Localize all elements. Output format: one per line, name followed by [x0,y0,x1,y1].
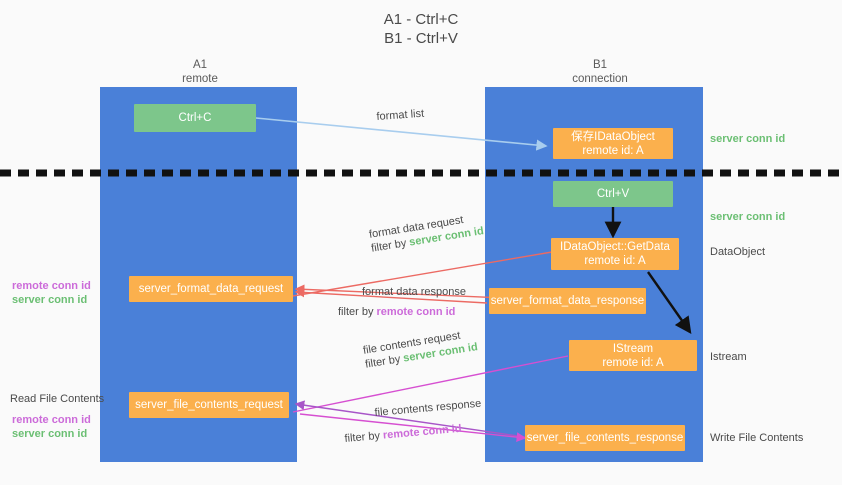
side-label-read-file-contents: Read File Contents [10,393,105,405]
side-label-server-conn-id-mid: server conn id [710,211,786,223]
column-b1-name: B1 [592,59,608,71]
node-server-format-data-response[interactable]: server_format_data_response [489,288,646,314]
node-istream-line-1: IStream [612,342,654,355]
node-server-file-contents-response-label: server_file_contents_response [526,432,684,444]
format-data-response-text: format data response [362,286,466,298]
edge-label-format-data-response-filter: filter by remote conn id [338,305,455,319]
node-server-format-data-request-label: server_format_data_request [138,283,284,295]
column-b1-sub: connection [572,73,628,85]
title-line-1: A1 - Ctrl+C [383,11,459,28]
edge-label-file-contents-response-filter: filter by remote conn id [344,422,462,446]
node-idataobject[interactable]: 保存IDataObject remote id: A [553,128,673,159]
edge-label-format-list: format list [376,107,425,123]
side-label-remote-conn-id-1: remote conn id [12,280,91,292]
column-a1-sub: remote [182,73,218,85]
node-ctrl-v[interactable]: Ctrl+V [553,181,673,207]
node-getdata-line-2: remote id: A [584,255,646,267]
side-label-server-conn-id-top: server conn id [710,133,786,145]
node-server-file-contents-request[interactable]: server_file_contents_request [129,392,289,418]
node-ctrl-c-label: Ctrl+C [178,112,212,124]
column-a1-name: A1 [192,59,208,71]
side-label-conn-ids-bottom: remote conn id server conn id [12,413,91,441]
format-data-response-filter-prefix: filter by [338,306,374,318]
column-header-a1: A1 remote [140,58,260,86]
node-ctrl-c[interactable]: Ctrl+C [134,104,256,132]
file-contents-response-filter-key: remote conn id [382,422,463,442]
edge-label-format-data-request: format data request filter by server con… [368,210,485,255]
page-title: A1 - Ctrl+C B1 - Ctrl+V [0,10,842,48]
edge-label-file-contents-response: file contents response [374,397,482,420]
node-istream[interactable]: IStream remote id: A [569,340,697,371]
side-label-dataobject: DataObject [710,246,766,258]
column-header-b1: B1 connection [540,58,660,86]
node-server-file-contents-request-label: server_file_contents_request [135,399,283,411]
format-data-request-filter-prefix: filter by [370,237,408,255]
node-server-file-contents-response[interactable]: server_file_contents_response [525,425,685,451]
node-istream-line-2: remote id: A [602,356,664,369]
node-idataobject-line-2: remote id: A [582,144,644,157]
file-contents-response-filter-prefix: filter by [344,429,381,445]
format-data-response-filter-key: remote conn id [376,306,456,318]
node-server-format-data-request[interactable]: server_format_data_request [129,276,293,302]
side-label-server-conn-id-2: server conn id [12,428,88,440]
node-ctrl-v-label: Ctrl+V [596,188,630,200]
side-label-remote-conn-id-2: remote conn id [12,414,91,426]
file-contents-response-text: file contents response [374,397,482,419]
node-server-format-data-response-label: server_format_data_response [490,295,645,307]
side-label-istream: Istream [710,351,747,363]
node-idataobject-getdata[interactable]: IDataObject::GetData remote id: A [551,238,679,270]
title-line-2: B1 - Ctrl+V [384,30,458,47]
node-idataobject-line-1: 保存IDataObject [571,130,655,143]
side-label-conn-ids-top: remote conn id server conn id [12,279,91,307]
file-contents-request-filter-prefix: filter by [364,353,402,371]
side-label-write-file-contents: Write File Contents [710,432,804,444]
side-label-server-conn-id-1: server conn id [12,294,88,306]
node-getdata-line-1: IDataObject::GetData [560,241,670,253]
edge-label-format-data-response: format data response [362,285,466,299]
edge-label-file-contents-request: file contents request filter by server c… [362,326,479,371]
